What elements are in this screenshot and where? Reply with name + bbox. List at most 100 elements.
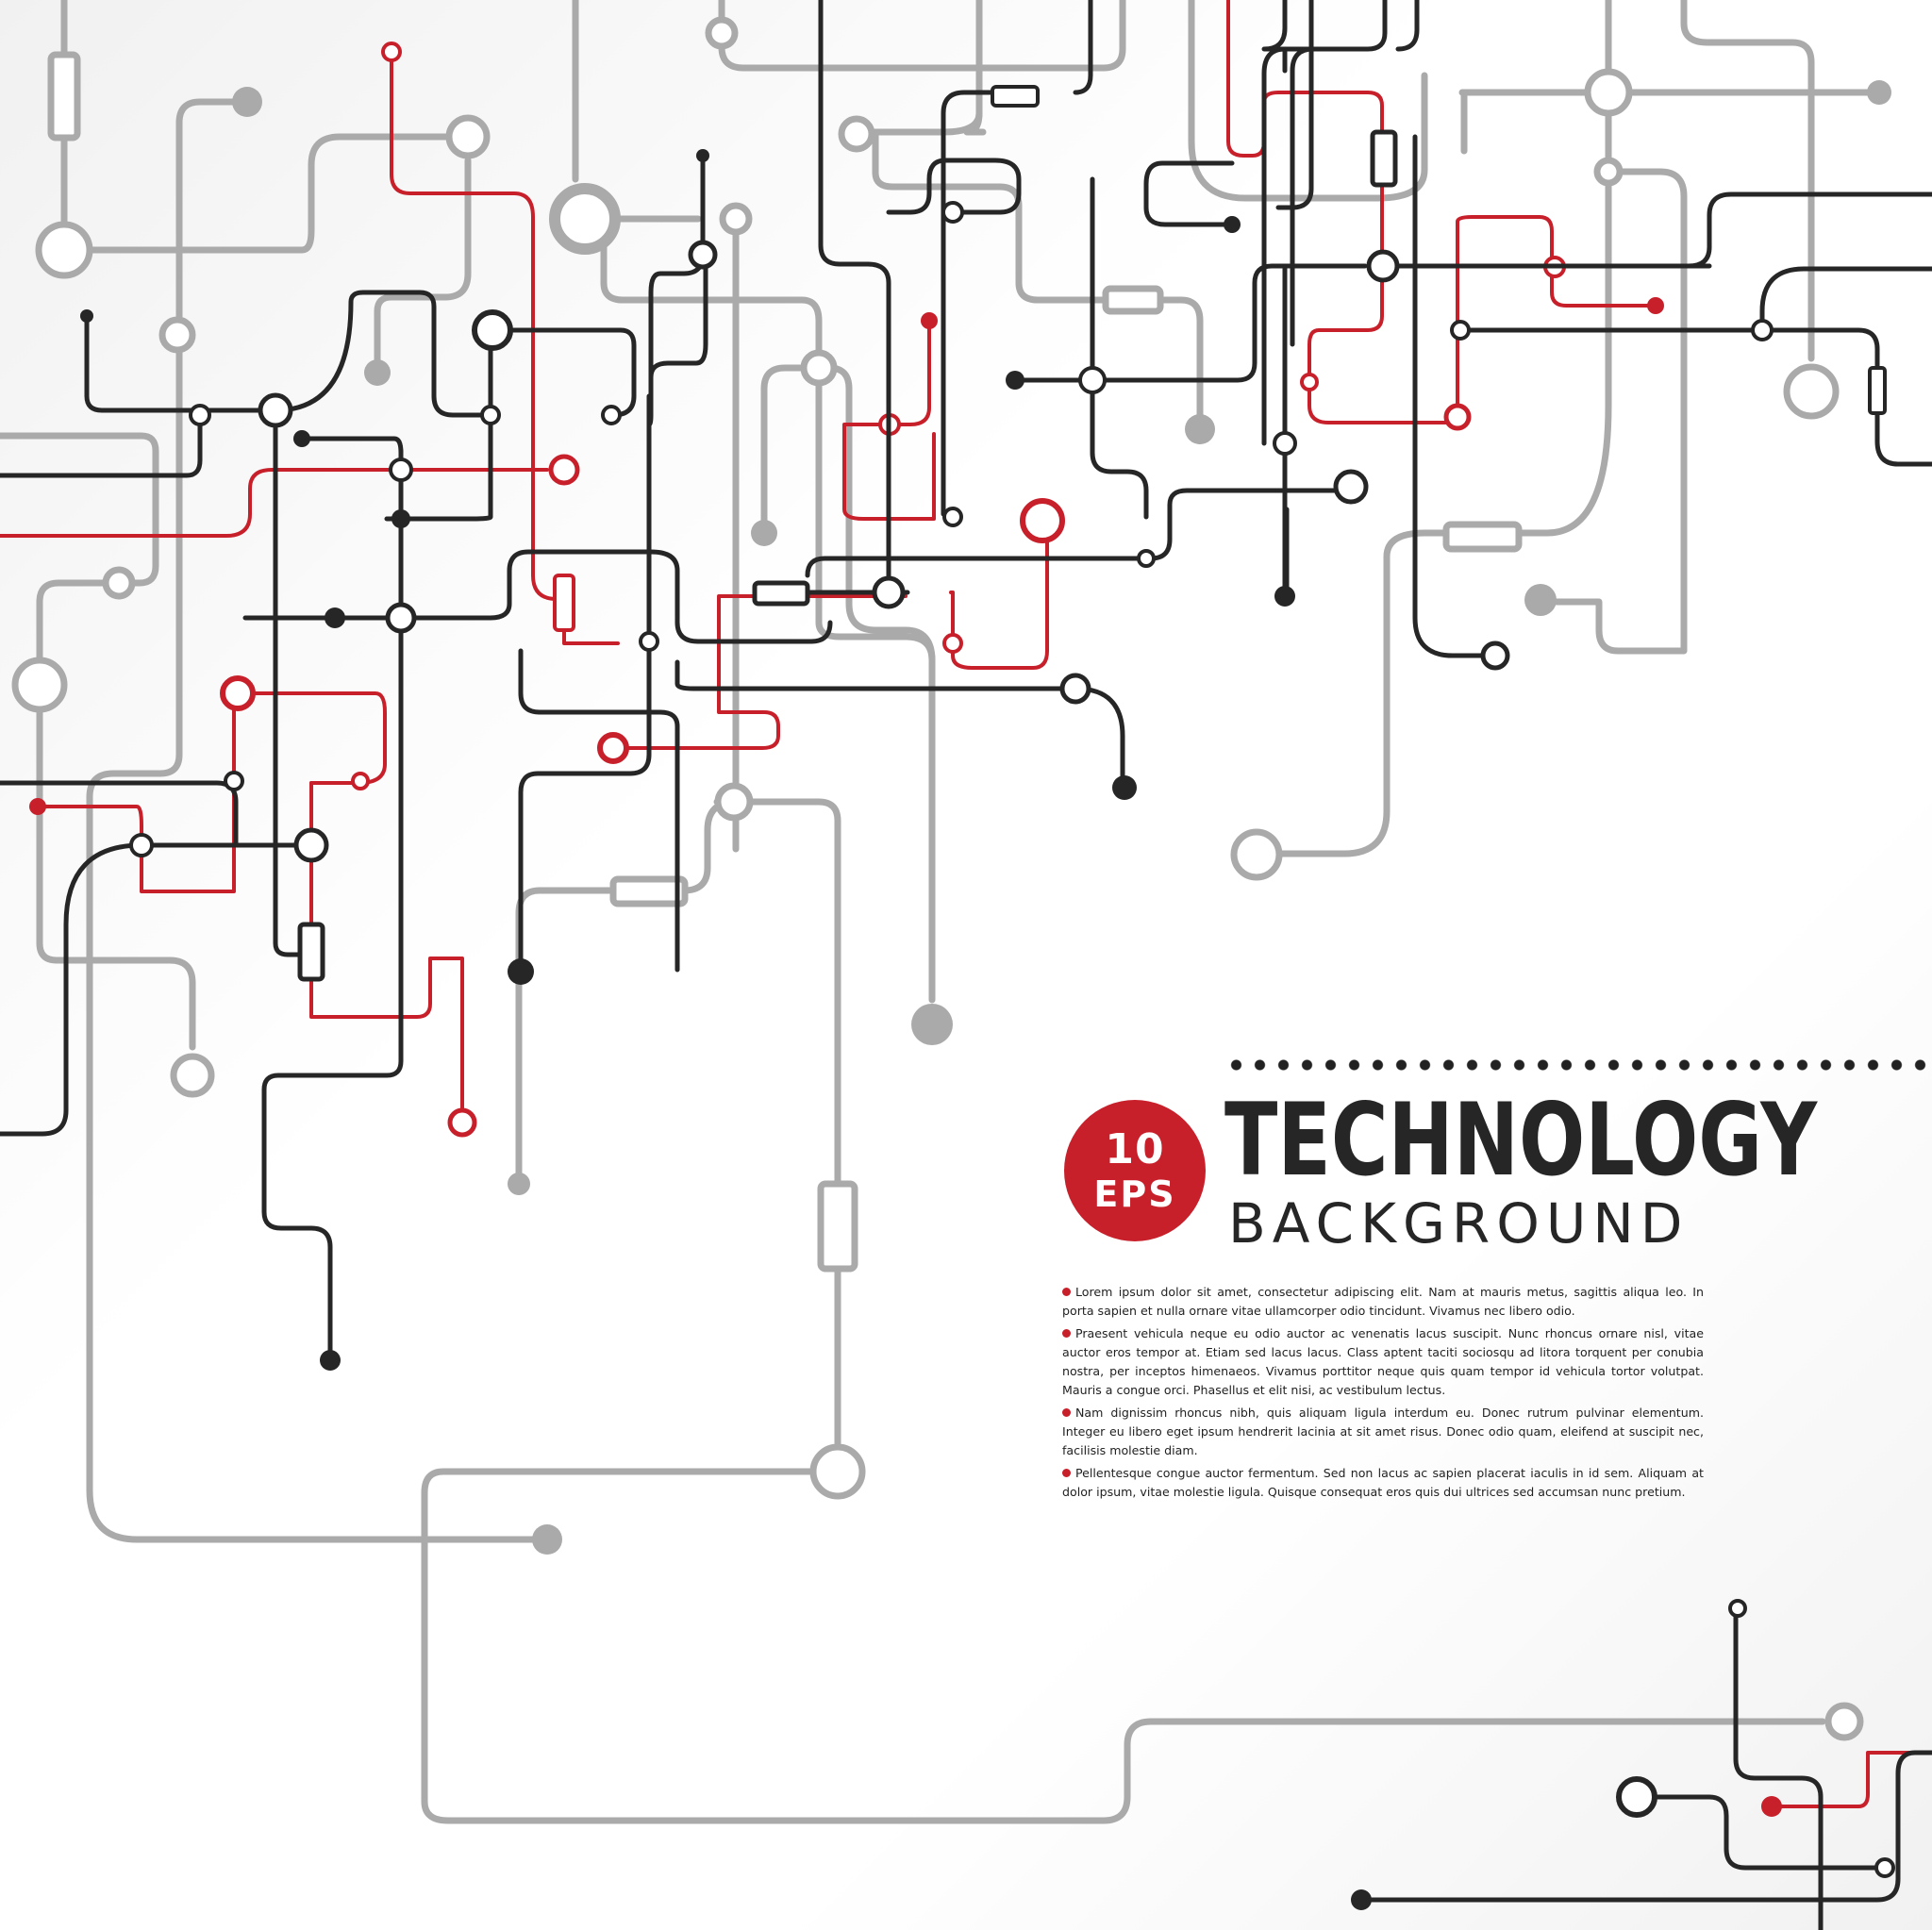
red-node	[29, 798, 46, 815]
red-node	[381, 42, 402, 62]
red-node	[351, 772, 370, 790]
dark-node	[872, 575, 906, 609]
gray-node	[1584, 68, 1633, 117]
gray-trace	[374, 157, 472, 372]
dark-trace	[0, 412, 203, 478]
dark-trace	[1290, 0, 1388, 347]
dark-node	[258, 392, 293, 428]
gray-trace	[86, 440, 551, 1543]
dark-resistor	[1868, 366, 1887, 415]
heading-title: TECHNOLOGY	[1224, 1082, 1818, 1198]
dark-trace	[84, 290, 493, 418]
dark-trace	[675, 659, 1125, 790]
dark-node	[941, 201, 964, 224]
red-node	[921, 312, 938, 329]
red-trace	[1456, 215, 1657, 417]
gray-node	[1593, 157, 1624, 187]
dark-trace	[886, 158, 1022, 215]
gray-trace	[815, 798, 841, 1447]
dark-resistor	[1370, 129, 1398, 188]
gray-node	[158, 316, 196, 354]
dark-node	[639, 631, 659, 652]
gray-node	[364, 359, 391, 386]
dark-trace	[1395, 0, 1420, 52]
gray-trace	[1136, 296, 1204, 433]
dark-node	[389, 458, 413, 482]
dark-node	[391, 509, 410, 528]
paragraph-text: Pellentesque congue auctor fermentum. Se…	[1062, 1466, 1704, 1499]
red-node	[548, 454, 580, 486]
paragraph-text: Praesent vehicula neque eu odio auctor a…	[1062, 1326, 1704, 1397]
dark-trace	[273, 408, 312, 957]
gray-trace	[1553, 168, 1688, 655]
gray-resistor	[1442, 521, 1523, 553]
dark-trace	[1360, 1750, 1932, 1903]
gray-trace	[872, 130, 1108, 304]
dark-trace	[805, 488, 1347, 578]
red-traces	[0, 0, 1932, 1808]
dark-node	[1333, 469, 1369, 505]
dark-nodes	[80, 85, 1895, 1910]
dark-node	[80, 309, 93, 323]
gray-trace	[825, 364, 936, 664]
gray-node	[714, 782, 754, 822]
gray-node	[1867, 80, 1891, 105]
dark-trace	[299, 436, 404, 522]
dark-node	[325, 607, 345, 628]
dark-node	[1751, 319, 1774, 341]
gray-node	[532, 1524, 562, 1555]
dark-node	[1224, 216, 1241, 233]
red-trace	[949, 541, 1049, 670]
gray-trace	[713, 227, 740, 853]
gray-node	[170, 1053, 215, 1098]
gray-node	[35, 221, 93, 279]
body-text: Lorem ipsum dolor sit amet, consectetur …	[1062, 1283, 1704, 1506]
gray-trace	[718, 0, 1126, 72]
gray-node	[1185, 414, 1215, 444]
dark-node	[1112, 775, 1137, 800]
dark-node	[293, 430, 310, 447]
gray-node	[809, 1443, 866, 1500]
gray-node	[11, 657, 68, 713]
dark-resistor	[991, 85, 1040, 108]
gray-trace	[36, 706, 196, 1051]
red-trace	[1772, 1751, 1932, 1808]
dark-trace	[1455, 266, 1932, 333]
gray-node	[1824, 1702, 1864, 1741]
dark-trace	[1011, 263, 1368, 383]
dark-trace	[398, 412, 493, 522]
dark-node	[1274, 586, 1295, 607]
dark-trace	[0, 842, 314, 1137]
dark-node	[1059, 673, 1091, 705]
paragraph-text: Lorem ipsum dolor sit amet, consectetur …	[1062, 1285, 1704, 1318]
bullet-icon	[1062, 1329, 1071, 1338]
dark-trace	[1261, 46, 1288, 592]
dark-trace	[518, 648, 680, 973]
gray-node	[102, 566, 136, 600]
gray-resistor	[1102, 285, 1164, 315]
dark-trace	[518, 639, 652, 974]
dark-trace	[818, 0, 891, 595]
red-trace	[842, 319, 936, 521]
red-node	[1020, 498, 1065, 543]
bullet-icon	[1062, 1408, 1071, 1417]
gray-resistor	[47, 51, 81, 141]
gray-trace	[87, 133, 449, 254]
gray-node	[751, 520, 777, 546]
paragraph: Pellentesque congue auctor fermentum. Se…	[1062, 1464, 1704, 1502]
gray-node	[1524, 584, 1557, 616]
dark-node	[508, 958, 534, 985]
gray-node	[911, 1004, 953, 1045]
gray-trace	[0, 432, 159, 664]
dark-node	[1728, 1599, 1747, 1618]
paragraph: Nam dignissim rhoncus nibh, quis aliquam…	[1062, 1404, 1704, 1460]
red-trace	[236, 691, 464, 1124]
gray-node	[705, 16, 739, 50]
dark-node	[472, 309, 513, 351]
gray-trace	[175, 98, 251, 447]
red-node	[1761, 1796, 1782, 1817]
gray-trace	[515, 798, 823, 1183]
dark-trace	[490, 327, 637, 418]
